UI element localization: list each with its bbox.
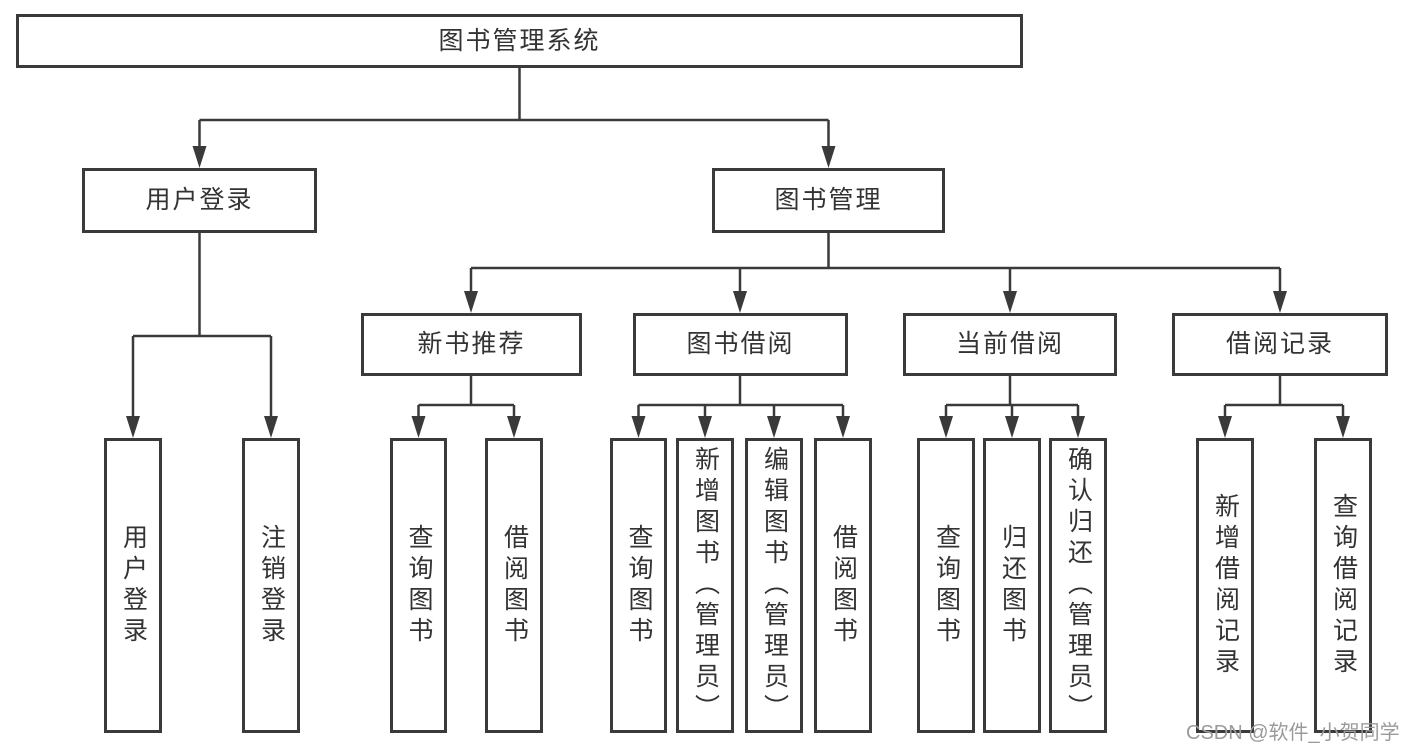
node-current-borrowing: 当前借阅 (903, 313, 1117, 376)
leaf-query-books-current: 查询图书 (917, 438, 975, 733)
arrow-down-icons (126, 146, 1350, 438)
node-book-borrowing: 图书借阅 (633, 313, 848, 376)
leaf-label: 注销登录 (257, 523, 286, 648)
leaf-label: 新增借阅记录 (1211, 492, 1240, 679)
node-label: 新书推荐 (417, 330, 526, 358)
leaf-label: 查询图书 (932, 523, 961, 648)
leaf-label: 编辑图书（管理员） (760, 446, 789, 725)
node-label: 借阅记录 (1225, 330, 1334, 358)
leaf-borrow-books-recommend: 借阅图书 (485, 438, 543, 733)
leaf-add-books-admin: 新增图书（管理员） (676, 438, 734, 733)
node-label: 用户登录 (145, 186, 254, 214)
node-label: 图书借阅 (686, 330, 795, 358)
leaf-label: 归还图书 (998, 523, 1027, 648)
leaf-add-borrow-record: 新增借阅记录 (1196, 438, 1254, 733)
leaf-logout: 注销登录 (242, 438, 300, 733)
leaf-confirm-return-admin: 确认归还（管理员） (1049, 438, 1107, 733)
node-book-management: 图书管理 (712, 168, 945, 233)
node-label: 图书管理 (774, 186, 883, 214)
leaf-label: 确认归还（管理员） (1064, 446, 1093, 725)
node-label: 图书管理系统 (438, 26, 601, 55)
leaf-label: 用户登录 (119, 523, 148, 648)
node-borrowing-records: 借阅记录 (1172, 313, 1388, 376)
watermark: CSDN @软件_小贺同学 (1186, 722, 1400, 744)
leaf-label: 新增图书（管理员） (691, 446, 720, 725)
leaf-edit-books-admin: 编辑图书（管理员） (745, 438, 803, 733)
leaf-return-books: 归还图书 (983, 438, 1041, 733)
node-label: 当前借阅 (955, 330, 1064, 358)
leaf-label: 借阅图书 (500, 523, 529, 648)
leaf-user-login: 用户登录 (104, 438, 162, 733)
leaf-query-books-recommend: 查询图书 (390, 438, 447, 733)
leaf-query-books-borrowing: 查询图书 (610, 438, 667, 733)
node-new-book-recommend: 新书推荐 (361, 313, 582, 376)
leaf-label: 借阅图书 (829, 523, 858, 648)
node-user-login: 用户登录 (82, 168, 317, 233)
tree-edges (131, 68, 1345, 420)
leaf-query-borrow-record: 查询借阅记录 (1314, 438, 1372, 733)
node-book-management-system: 图书管理系统 (16, 14, 1023, 68)
leaf-label: 查询图书 (405, 523, 433, 648)
leaf-borrow-books: 借阅图书 (814, 438, 872, 733)
leaf-label: 查询借阅记录 (1329, 492, 1358, 679)
leaf-label: 查询图书 (625, 523, 653, 648)
